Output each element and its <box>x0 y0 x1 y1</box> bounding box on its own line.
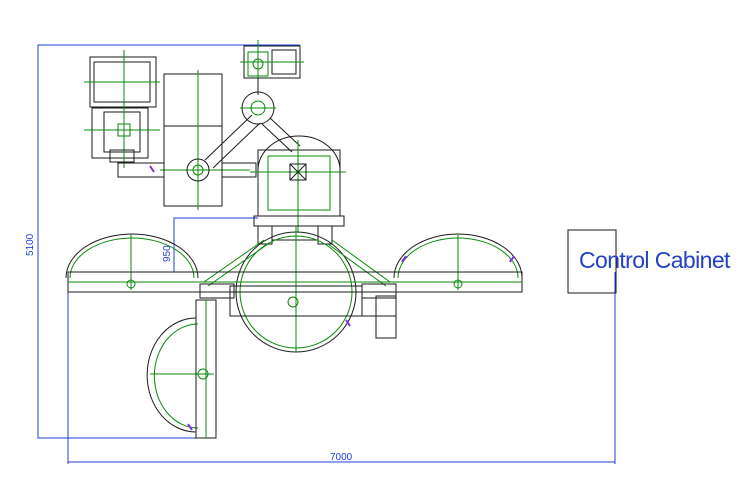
left-side-table <box>65 233 199 290</box>
control-cabinet-box <box>567 229 617 294</box>
guide-lines <box>203 239 391 287</box>
inner-dimension-label: 950 <box>162 245 173 262</box>
control-cabinet: Control Cabinet <box>567 229 732 294</box>
drive-shaft-arm <box>204 91 301 169</box>
height-dimension-label: 5100 <box>25 233 36 256</box>
center-turntable <box>229 226 363 353</box>
gearbox-unit <box>117 70 257 210</box>
accent-markers <box>149 165 515 431</box>
main-rail-beam <box>67 271 523 299</box>
right-frame <box>362 295 397 339</box>
width-dimension-label: 7000 <box>330 452 353 463</box>
top-motor-unit <box>240 40 304 95</box>
control-cabinet-label: Control Cabinet <box>579 247 731 273</box>
lower-left-table <box>146 317 214 433</box>
left-motor-stack <box>84 50 160 168</box>
machine-assembly <box>65 40 523 439</box>
central-drum-head <box>250 135 346 232</box>
vertical-rail-beam <box>195 299 217 439</box>
